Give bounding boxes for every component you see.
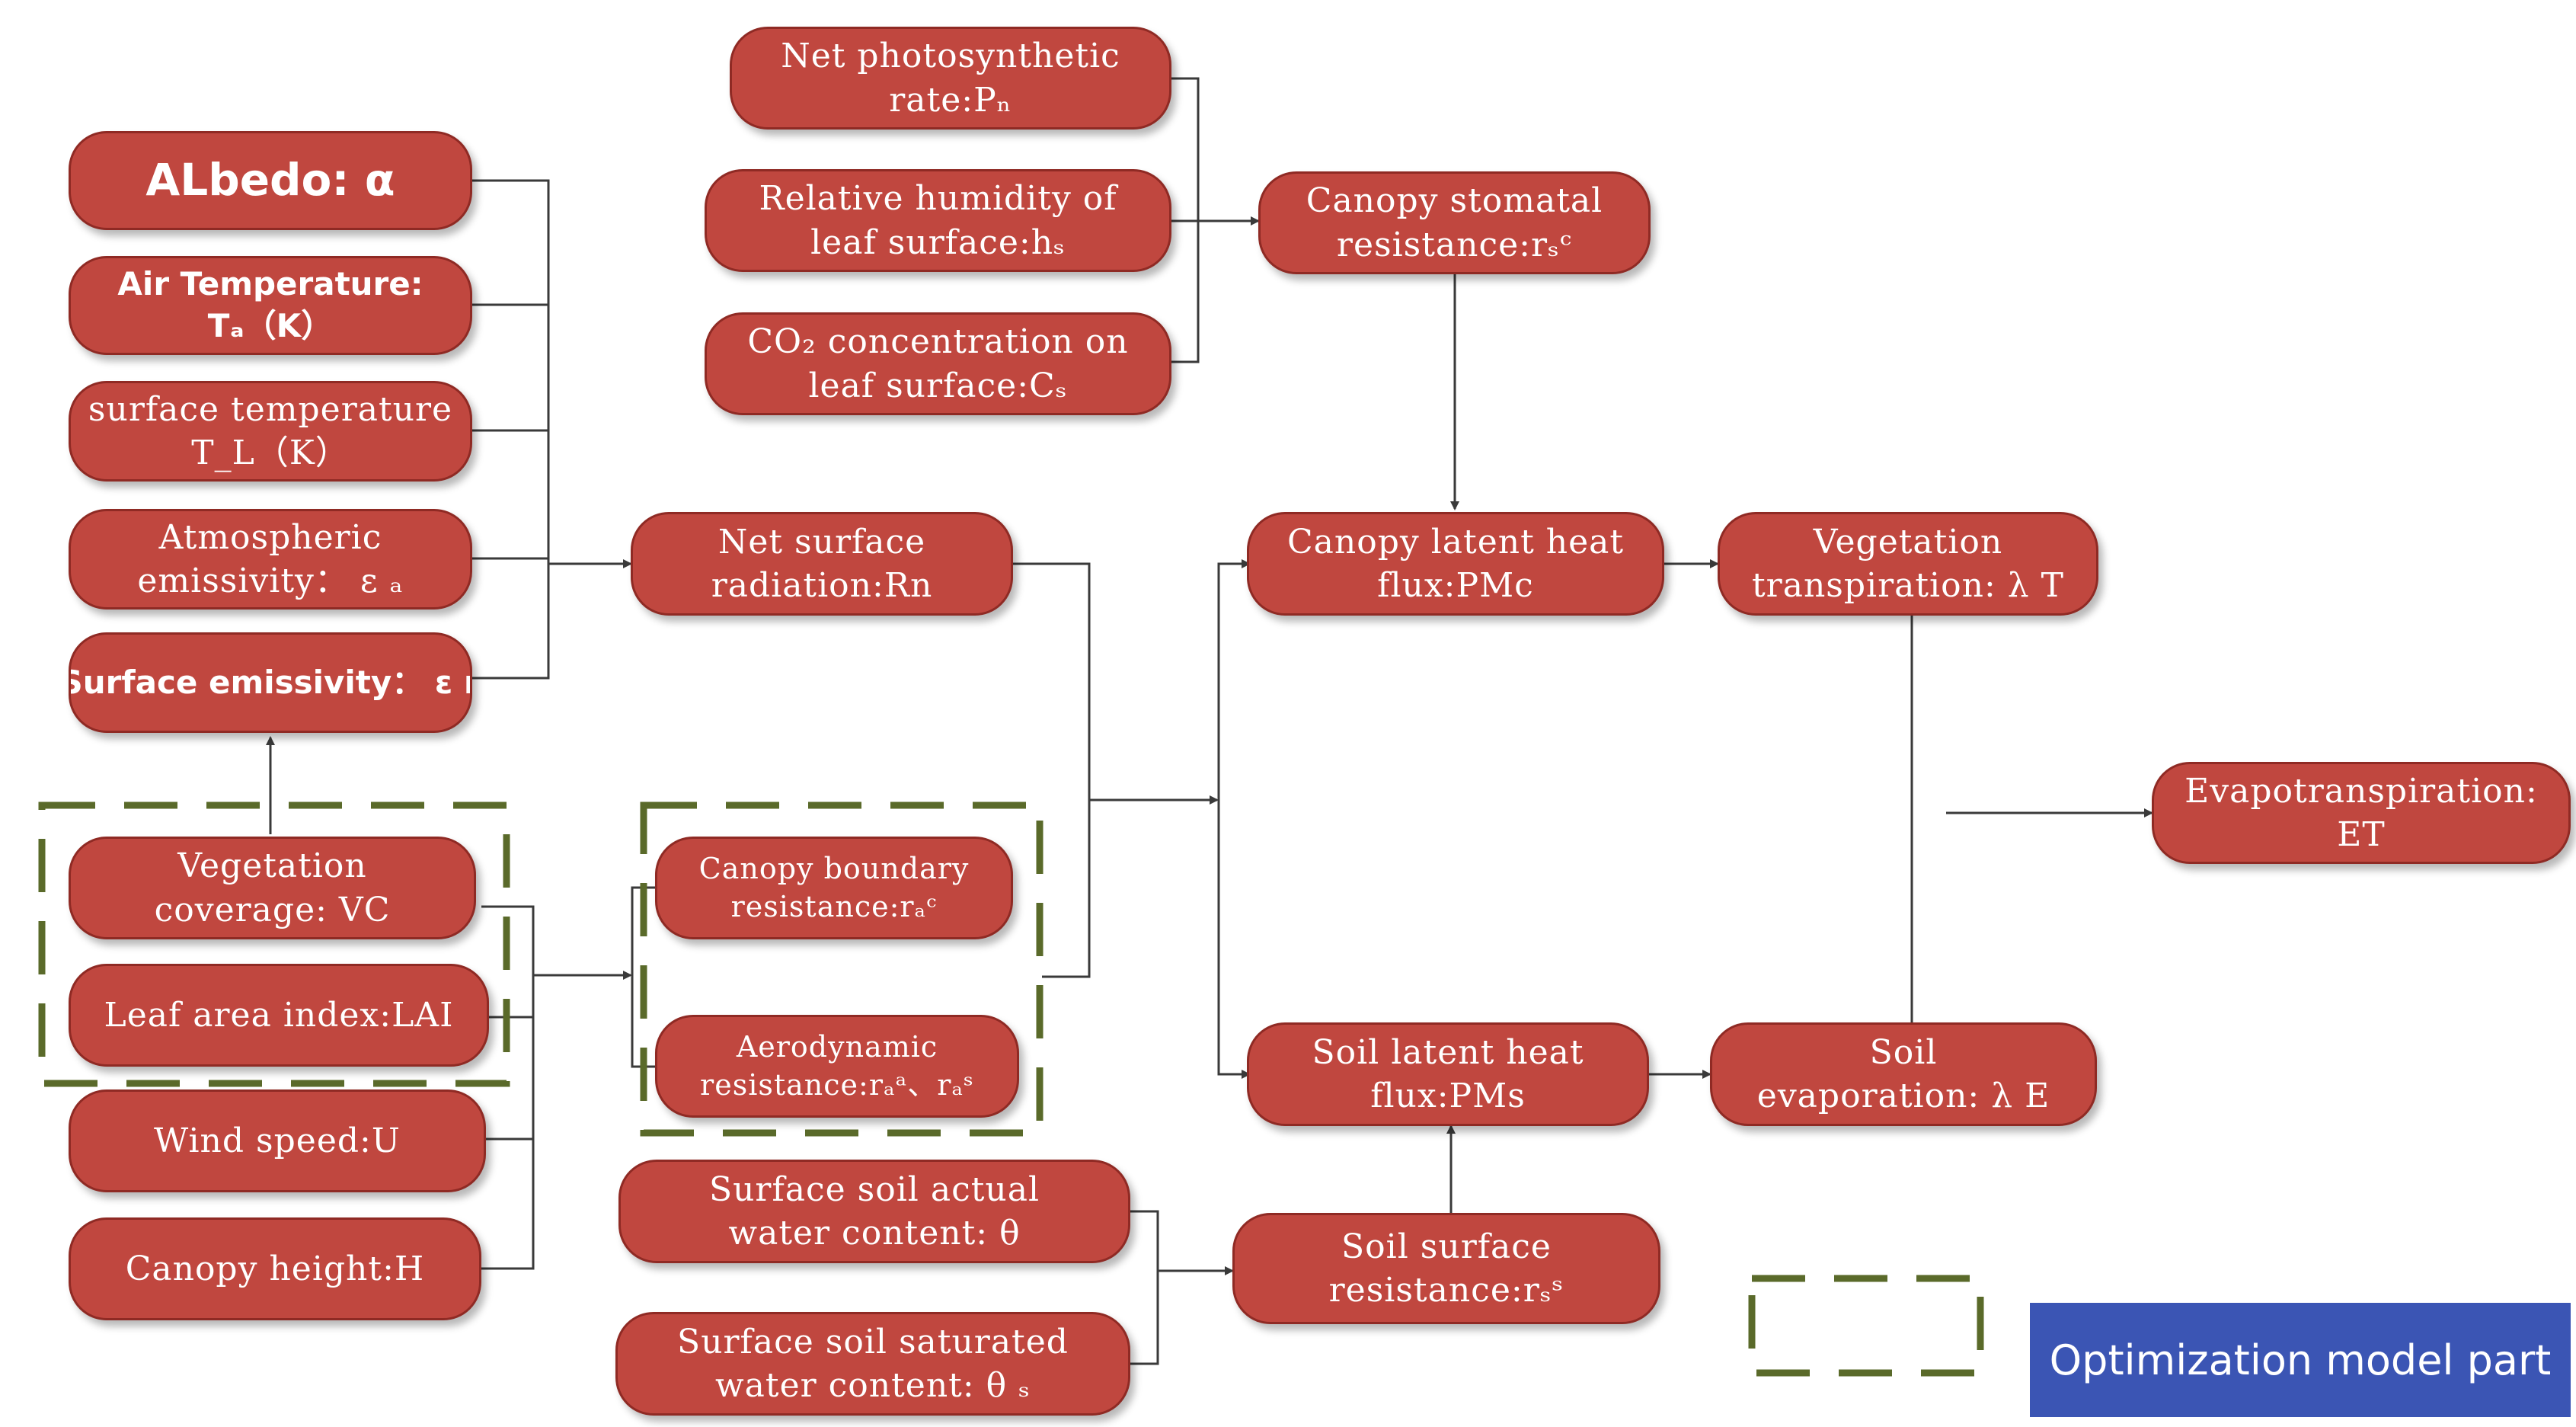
node-net-photosynthetic-rate: Net photosynthetic rate:Pₙ (730, 27, 1171, 130)
node-canopy-boundary-resistance-line-2: resistance:rₐᶜ (730, 889, 938, 923)
node-canopy-latent-heat-flux: Canopy latent heat flux:PMc (1247, 512, 1664, 616)
node-net-photosynthetic-rate-line-1: Net photosynthetic (781, 37, 1120, 76)
node-canopy-stomatal-resistance-line-1: Canopy stomatal (1306, 181, 1603, 221)
node-canopy-stomatal-resistance: Canopy stomatal resistance:rₛᶜ (1258, 171, 1651, 274)
node-canopy-latent-heat-flux-line-2: flux:PMc (1377, 566, 1534, 605)
node-surface-emissivity-line: Surface emissivity： ε ʟ (69, 663, 472, 701)
node-soil-evaporation-line-2: evaporation: λ E (1756, 1077, 2050, 1115)
connector-lines (266, 77, 2153, 1365)
node-vegetation-transpiration-line-2: transpiration: λ T (1752, 566, 2064, 605)
legend-label: Optimization model part (2030, 1303, 2571, 1417)
node-vegetation-transpiration-line-1: Vegetation (1813, 522, 2003, 562)
node-net-photosynthetic-rate-line-2: rate:Pₙ (889, 80, 1012, 120)
node-evapotranspiration-line-2: ET (2337, 815, 2386, 854)
node-surface-soil-actual-water-line-1: Surface soil actual (708, 1169, 1040, 1209)
node-surface-temperature-line-2: T_L（K） (191, 434, 350, 472)
node-co2-concentration-line-2: leaf surface:Cₛ (808, 366, 1068, 405)
node-atmospheric-emissivity: Atmospheric emissivity： ε ₐ (69, 509, 472, 610)
node-soil-evaporation: Soil evaporation: λ E (1710, 1022, 2097, 1126)
node-canopy-latent-heat-flux-line-1: Canopy latent heat (1286, 522, 1625, 562)
node-evapotranspiration: Evapotranspiration: ET (2152, 762, 2571, 864)
node-net-surface-radiation: Net surface radiation:Rn (631, 512, 1013, 616)
node-net-surface-radiation-line-2: radiation:Rn (711, 566, 933, 605)
node-air-temperature-line-2: Tₐ（K） (207, 307, 334, 344)
node-soil-surface-resistance: Soil surface resistance:rₛˢ (1232, 1213, 1660, 1324)
node-surface-soil-saturated-water-line-1: Surface soil saturated (677, 1322, 1069, 1361)
node-soil-latent-heat-flux: Soil latent heat flux:PMs (1247, 1022, 1649, 1126)
node-co2-concentration: CO₂ concentration on leaf surface:Cₛ (705, 312, 1171, 415)
node-leaf-area-index: Leaf area index:LAI (69, 964, 489, 1067)
node-canopy-height-line: Canopy height:H (125, 1249, 425, 1288)
node-canopy-boundary-resistance-line-1: Canopy boundary (698, 852, 970, 886)
node-leaf-area-index-line: Leaf area index:LAI (104, 995, 454, 1035)
node-atmospheric-emissivity-line-2: emissivity： ε ₐ (137, 562, 404, 600)
node-air-temperature-line-1: Air Temperature: (117, 265, 423, 303)
node-vegetation-coverage-line-2: coverage: VC (154, 890, 391, 929)
node-surface-soil-saturated-water-line-2: water content: θ ₛ (715, 1366, 1031, 1405)
node-relative-humidity-line-2: leaf surface:hₛ (810, 222, 1066, 262)
node-co2-concentration-line-1: CO₂ concentration on (747, 322, 1129, 362)
node-soil-latent-heat-flux-line-2: flux:PMs (1370, 1077, 1526, 1115)
node-wind-speed-line: Wind speed:U (154, 1121, 401, 1160)
node-wind-speed: Wind speed:U (69, 1089, 486, 1192)
node-soil-surface-resistance-line-1: Soil surface (1341, 1227, 1552, 1266)
node-evapotranspiration-line-1: Evapotranspiration: (2184, 771, 2538, 811)
node-aerodynamic-resistance-line-2: resistance:rₐᵃ、rₐˢ (700, 1067, 974, 1102)
node-relative-humidity-line-1: Relative humidity of (759, 179, 1117, 219)
node-soil-latent-heat-flux-line-1: Soil latent heat (1312, 1032, 1584, 1072)
optimization-dashed-boxes (38, 801, 1044, 1137)
legend-dashed-sample (1748, 1275, 1984, 1377)
node-albedo-line: ALbedo: α (145, 154, 395, 206)
node-vegetation-coverage: Vegetation coverage: VC (69, 837, 476, 939)
node-surface-temperature-line-1: surface temperature (88, 389, 453, 429)
node-surface-soil-actual-water: Surface soil actual water content: θ (618, 1160, 1130, 1263)
node-air-temperature: Air Temperature: Tₐ（K） (69, 256, 472, 355)
node-albedo: ALbedo: α (69, 131, 472, 230)
node-vegetation-coverage-line-1: Vegetation (177, 846, 367, 886)
node-surface-soil-actual-water-line-2: water content: θ (728, 1214, 1021, 1253)
node-vegetation-transpiration: Vegetation transpiration: λ T (1718, 512, 2098, 616)
node-canopy-height: Canopy height:H (69, 1217, 481, 1320)
node-net-surface-radiation-line-1: Net surface (718, 522, 926, 562)
node-canopy-stomatal-resistance-line-2: resistance:rₛᶜ (1336, 225, 1573, 264)
node-atmospheric-emissivity-line-1: Atmospheric (158, 517, 382, 557)
node-surface-soil-saturated-water: Surface soil saturated water content: θ ₛ (615, 1312, 1130, 1416)
node-aerodynamic-resistance-line-1: Aerodynamic (736, 1030, 938, 1064)
node-surface-emissivity: Surface emissivity： ε ʟ (69, 632, 472, 733)
node-soil-evaporation-line-1: Soil (1869, 1032, 1938, 1072)
node-soil-surface-resistance-line-2: resistance:rₛˢ (1328, 1271, 1564, 1310)
